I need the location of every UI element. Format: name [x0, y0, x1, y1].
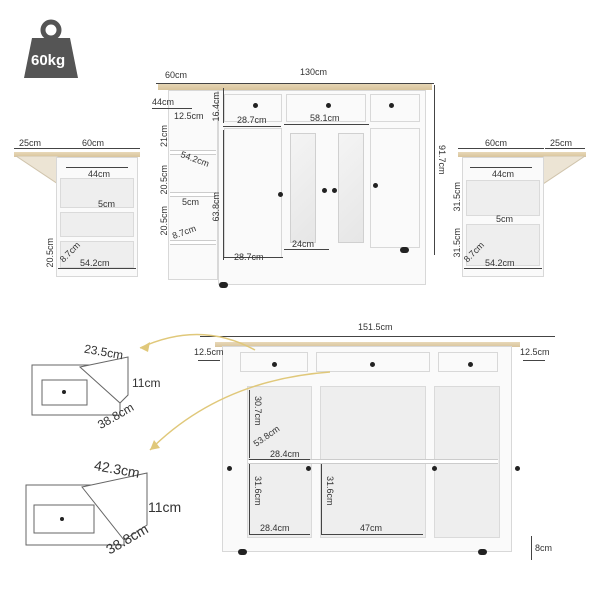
dim-left-door-width: 28.7cm — [234, 252, 264, 262]
dim-center-height: 31.6cm — [325, 476, 335, 506]
large-drawer-height: 11cm — [148, 499, 182, 515]
dim-inner-width: 44cm — [492, 169, 515, 179]
small-drawer-icon — [31, 356, 129, 416]
dim-left-flap: 12.5cm — [194, 347, 224, 357]
dim-lower-left-width: 28.4cm — [260, 523, 290, 533]
countertop — [14, 152, 140, 157]
drawer-knob — [272, 362, 277, 367]
dim-lip: 5cm — [496, 214, 514, 224]
drawer-knob — [326, 103, 331, 108]
dim-center-drawer-width: 58.1cm — [310, 113, 340, 123]
drawer-right[interactable] — [370, 94, 420, 122]
dim-glass-door-width: 24cm — [292, 239, 315, 249]
dim-depth: 60cm — [485, 138, 508, 148]
dim-lower-left-height: 31.6cm — [253, 476, 263, 506]
door-knob — [322, 188, 327, 193]
door-knob — [306, 466, 311, 471]
side-shelf-unit — [168, 90, 218, 280]
dim-shelf-inner: 12.5cm — [174, 111, 204, 121]
glass-door-left[interactable] — [290, 133, 316, 243]
door-knob — [227, 466, 232, 471]
dim-flap: 25cm — [19, 138, 42, 148]
dim-depth: 60cm — [82, 138, 105, 148]
dim-lip: 5cm — [98, 199, 116, 209]
large-drawer-icon — [25, 472, 148, 546]
glass-door-right[interactable] — [338, 133, 364, 243]
wheel — [478, 549, 487, 555]
drop-leaf-bracket — [15, 156, 58, 185]
countertop — [215, 342, 520, 347]
drawer-center[interactable] — [286, 94, 366, 122]
drawer-knob — [468, 362, 473, 367]
door-knob — [332, 188, 337, 193]
dim-top-width: 130cm — [300, 67, 328, 77]
dim-inner-width: 44cm — [88, 169, 111, 179]
dim-total-width: 151.5cm — [358, 322, 393, 332]
drawer-left[interactable] — [224, 94, 282, 122]
dim-bottom-depth: 54.2cm — [485, 258, 515, 268]
dim-top-depth: 60cm — [165, 70, 188, 80]
dim-flap: 25cm — [550, 138, 573, 148]
dim-side-shelf-lip: 5cm — [182, 197, 200, 207]
weight-label: 60kg — [31, 52, 66, 69]
door-knob — [278, 192, 283, 197]
wheel — [238, 549, 247, 555]
drawer-knob — [370, 362, 375, 367]
dim-wheel-height: 8cm — [535, 543, 553, 553]
dim-right-flap: 12.5cm — [520, 347, 550, 357]
drop-leaf-bracket — [543, 156, 586, 185]
dim-upper-height: 30.7cm — [253, 396, 263, 426]
countertop — [458, 152, 586, 157]
wheel — [400, 247, 409, 253]
door-knob — [373, 183, 378, 188]
door-right[interactable] — [370, 128, 420, 248]
dim-shelf-outer: 44cm — [152, 97, 175, 107]
drawer-knob — [253, 103, 258, 108]
weight-badge: 60kg — [22, 18, 80, 80]
dim-upper-width: 28.4cm — [270, 449, 300, 459]
small-drawer-height: 11cm — [132, 376, 161, 390]
dim-total-height: 91.7cm — [437, 145, 447, 175]
door-knob — [432, 466, 437, 471]
dim-center-width: 47cm — [360, 523, 383, 533]
countertop — [158, 83, 432, 90]
door-left[interactable] — [224, 128, 282, 258]
dim-left-drawer-width: 28.7cm — [237, 115, 267, 125]
drawer-knob — [389, 103, 394, 108]
wheel — [219, 282, 228, 288]
door-knob — [515, 466, 520, 471]
weight-icon — [24, 19, 78, 78]
dim-bottom-depth: 54.2cm — [80, 258, 110, 268]
